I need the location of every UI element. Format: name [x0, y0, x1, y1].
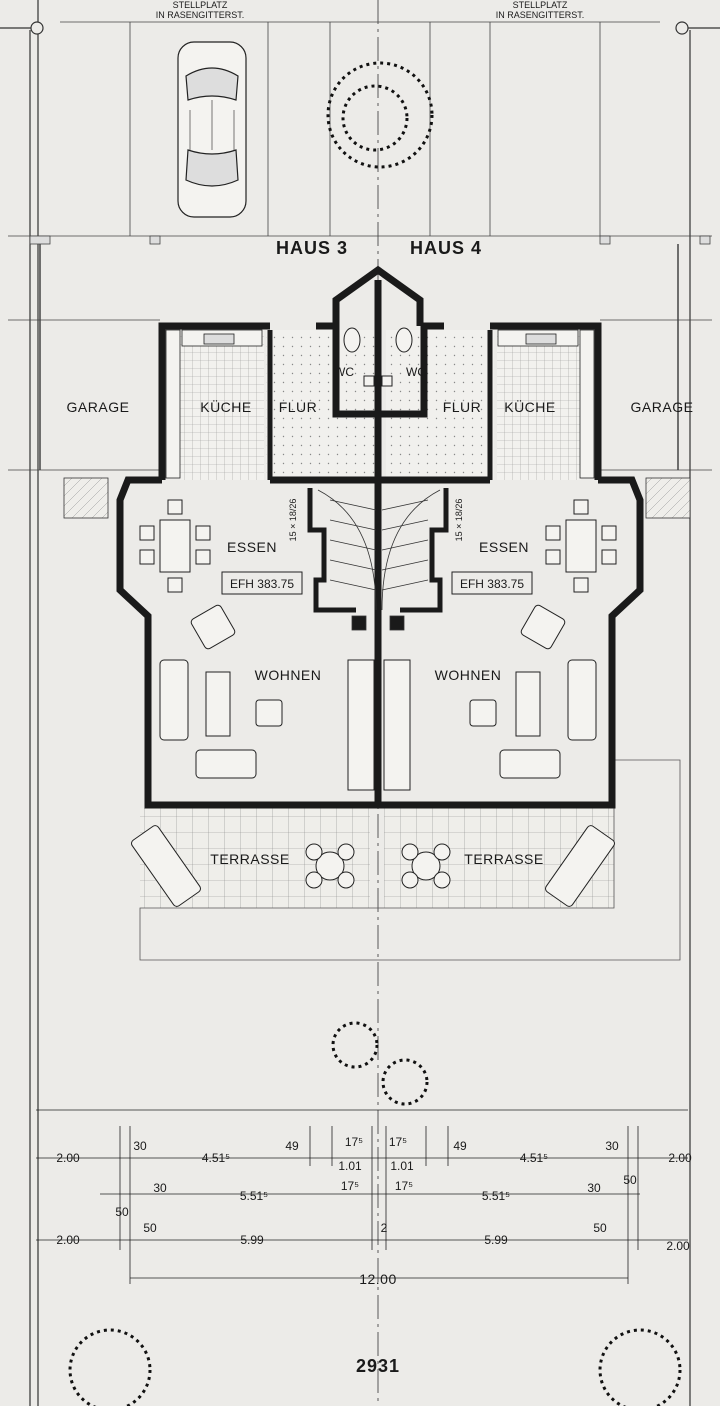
- room-hall-right: FLUR: [443, 399, 482, 415]
- dim-text: 50: [115, 1205, 129, 1219]
- house-label-left: HAUS 3: [276, 238, 348, 258]
- room-wc-right: WC: [406, 365, 426, 379]
- dim-text: 5.51⁵: [240, 1189, 268, 1203]
- room-hall-left: FLUR: [279, 399, 318, 415]
- dim-text: 17⁵: [345, 1135, 363, 1149]
- terrace-furniture: [131, 825, 615, 907]
- dim-text: 5.51⁵: [482, 1189, 510, 1203]
- dim-text: 4.51⁵: [202, 1151, 230, 1165]
- room-dining-right: ESSEN: [479, 539, 529, 555]
- dim-text: 2.00: [668, 1151, 692, 1165]
- entrance-walkway: [8, 235, 712, 471]
- dim-text: 30: [587, 1181, 601, 1195]
- floor-level-left: EFH 383.75: [230, 577, 294, 591]
- dimension-lines: [36, 1109, 688, 1284]
- stair-spec-left: 15 × 18/26: [288, 499, 298, 542]
- dim-text: 17⁵: [341, 1179, 359, 1193]
- wc-fixtures: [343, 327, 413, 387]
- stair-spec-right: 15 × 18/26: [454, 499, 464, 542]
- dim-text: 17⁵: [389, 1135, 407, 1149]
- dim-text: 2.00: [666, 1239, 690, 1253]
- parking-label-left: STELLPLATZ: [173, 0, 228, 10]
- dim-text: 49: [453, 1139, 467, 1153]
- dimension-row-2: 30 5.51⁵ 17⁵ 17⁵ 5.51⁵ 30 50: [153, 1173, 637, 1203]
- dimension-row-1: 2.00 30 4.51⁵ 49 17⁵ 1.01 17⁵ 1.01 49 4.…: [56, 1135, 692, 1173]
- dim-text: 17⁵: [395, 1179, 413, 1193]
- garage-steps: [63, 477, 691, 519]
- room-kitchen-left: KÜCHE: [200, 398, 252, 415]
- dim-text: 2.00: [56, 1151, 80, 1165]
- dim-text: 30: [133, 1139, 147, 1153]
- total-width: 12.00: [359, 1271, 397, 1287]
- dim-text: 2.00: [56, 1233, 80, 1247]
- room-living-right: WOHNEN: [435, 667, 502, 683]
- room-garage-left: GARAGE: [67, 399, 130, 415]
- room-dining-left: ESSEN: [227, 539, 277, 555]
- car-icon: [177, 41, 247, 218]
- dim-text: 4.51⁵: [520, 1151, 548, 1165]
- room-kitchen-right: KÜCHE: [504, 398, 556, 415]
- house-label-right: HAUS 4: [410, 238, 482, 258]
- parking-sublabel-left: IN RASENGITTERST.: [156, 10, 245, 20]
- staircases: [317, 489, 441, 631]
- parking-label-right: STELLPLATZ: [513, 0, 568, 10]
- floor-level-right: EFH 383.75: [460, 577, 524, 591]
- dim-text: 50: [593, 1221, 607, 1235]
- kitchen-fittings: [165, 329, 595, 479]
- living-furniture: [159, 604, 597, 791]
- plan-number: 2931: [356, 1356, 400, 1376]
- room-garage-right: GARAGE: [631, 399, 694, 415]
- dimension-row-3: 2.00 50 50 5.99 2 5.99 50 2.00: [56, 1205, 690, 1253]
- shrub-decoration: [68, 61, 682, 1406]
- dim-text: 30: [605, 1139, 619, 1153]
- room-terrace-right: TERRASSE: [464, 851, 543, 867]
- dim-text: 50: [623, 1173, 637, 1187]
- room-terrace-left: TERRASSE: [210, 851, 289, 867]
- dim-text: 1.01: [390, 1159, 414, 1173]
- dining-furniture: [139, 499, 617, 593]
- parking-sublabel-right: IN RASENGITTERST.: [496, 10, 585, 20]
- floor-finishes: [139, 330, 681, 961]
- parking-area: [60, 21, 660, 236]
- walls: [116, 265, 644, 809]
- dim-text: 30: [153, 1181, 167, 1195]
- floor-level-box-left: [221, 571, 303, 595]
- room-living-left: WOHNEN: [255, 667, 322, 683]
- floor-level-box-right: [451, 571, 533, 595]
- dim-text: 50: [143, 1221, 157, 1235]
- interior-walls: [267, 330, 493, 613]
- dim-text: 5.99: [240, 1233, 264, 1247]
- dim-text: 5.99: [484, 1233, 508, 1247]
- room-wc-left: WC: [334, 365, 354, 379]
- dim-text: 49: [285, 1139, 299, 1153]
- dim-text: 1.01: [338, 1159, 362, 1173]
- dim-text: 2: [381, 1221, 388, 1235]
